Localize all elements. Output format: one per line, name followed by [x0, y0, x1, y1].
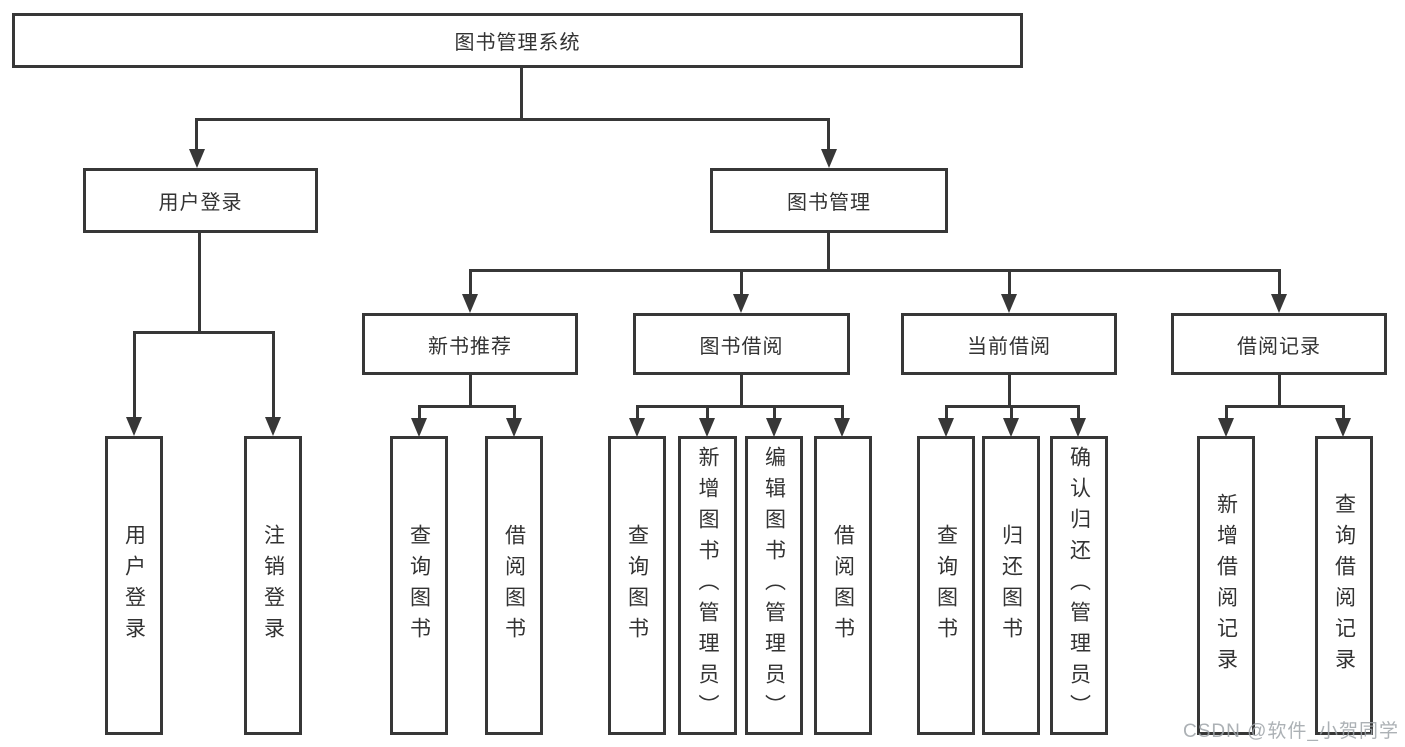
arrow-down-icon — [1001, 294, 1017, 313]
leaf-borrow-books-recommend: 借阅图书 — [485, 436, 543, 735]
arrow-down-icon — [265, 417, 281, 436]
node-root: 图书管理系统 — [12, 13, 1023, 68]
node-new-book-recommend: 新书推荐 — [362, 313, 578, 375]
leaf-edit-book-admin: 编辑图书（管理员） — [745, 436, 803, 735]
arrow-down-icon — [1218, 418, 1234, 437]
arrow-down-icon — [1003, 418, 1019, 437]
connector-line — [196, 118, 830, 121]
connector-line — [418, 405, 421, 421]
arrow-down-icon — [462, 294, 478, 313]
arrow-down-icon — [1070, 418, 1086, 437]
connector-line — [1008, 375, 1011, 408]
arrow-down-icon — [834, 418, 850, 437]
arrow-down-icon — [766, 418, 782, 437]
leaf-user-login: 用户登录 — [105, 436, 163, 735]
arrow-down-icon — [629, 418, 645, 437]
connector-line — [133, 331, 136, 418]
leaf-search-books-recommend: 查询图书 — [390, 436, 448, 735]
connector-line — [198, 233, 201, 334]
watermark: CSDN @软件_小贺同学 — [1183, 721, 1399, 742]
connector-line — [1278, 269, 1281, 296]
arrow-down-icon — [411, 418, 427, 437]
node-user-login: 用户登录 — [83, 168, 318, 233]
connector-line — [740, 269, 743, 296]
leaf-search-books-borrow: 查询图书 — [608, 436, 666, 735]
node-current-borrow: 当前借阅 — [901, 313, 1117, 375]
connector-line — [1008, 269, 1011, 296]
connector-line — [945, 405, 948, 421]
arrow-down-icon — [938, 418, 954, 437]
connector-line — [133, 331, 275, 334]
connector-line — [195, 118, 198, 151]
connector-line — [636, 405, 844, 408]
leaf-search-books-current: 查询图书 — [917, 436, 975, 735]
connector-line — [418, 405, 516, 408]
connector-line — [636, 405, 639, 421]
arrow-down-icon — [126, 417, 142, 436]
connector-line — [469, 269, 472, 296]
connector-line — [827, 118, 830, 151]
connector-line — [1010, 405, 1013, 421]
leaf-add-borrow-record: 新增借阅记录 — [1197, 436, 1255, 735]
leaf-borrow-books: 借阅图书 — [814, 436, 872, 735]
leaf-confirm-return-admin: 确认归还（管理员） — [1050, 436, 1108, 735]
connector-line — [469, 375, 472, 408]
arrow-down-icon — [1271, 294, 1287, 313]
connector-line — [513, 405, 516, 421]
connector-line — [1278, 375, 1281, 408]
arrow-down-icon — [189, 149, 205, 168]
leaf-return-books: 归还图书 — [982, 436, 1040, 735]
arrow-down-icon — [506, 418, 522, 437]
leaf-add-book-admin: 新增图书（管理员） — [678, 436, 737, 735]
leaf-search-borrow-record: 查询借阅记录 — [1315, 436, 1373, 735]
connector-line — [272, 331, 275, 418]
connector-line — [773, 405, 776, 421]
arrow-down-icon — [733, 294, 749, 313]
connector-line — [740, 375, 743, 408]
connector-line — [1342, 405, 1345, 421]
connector-line — [1225, 405, 1345, 408]
connector-line — [1225, 405, 1228, 421]
arrow-down-icon — [1335, 418, 1351, 437]
connector-line — [469, 269, 1281, 272]
connector-line — [520, 68, 523, 120]
leaf-logout: 注销登录 — [244, 436, 302, 735]
arrow-down-icon — [821, 149, 837, 168]
node-book-management: 图书管理 — [710, 168, 948, 233]
connector-line — [1077, 405, 1080, 421]
connector-line — [827, 233, 830, 272]
connector-line — [841, 405, 844, 421]
connector-line — [706, 405, 709, 421]
node-borrow-records: 借阅记录 — [1171, 313, 1387, 375]
node-book-borrow: 图书借阅 — [633, 313, 850, 375]
arrow-down-icon — [699, 418, 715, 437]
